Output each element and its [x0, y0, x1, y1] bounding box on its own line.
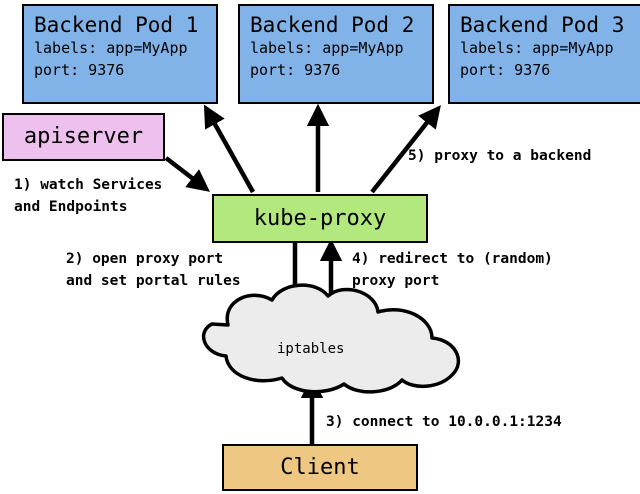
pod-1-title: Backend Pod 1 — [34, 13, 199, 37]
backend-pod-2[interactable]: Backend Pod 2 labels: app=MyApp port: 93… — [238, 4, 434, 104]
pod-3-title: Backend Pod 3 — [460, 13, 625, 37]
pod-1-labels: labels: app=MyApp — [34, 39, 188, 58]
iptables-cloud — [201, 283, 461, 394]
step1-line1: 1) watch Services — [14, 177, 163, 193]
pod-3-port: port: 9376 — [460, 61, 551, 79]
pod-2-title: Backend Pod 2 — [250, 13, 415, 37]
apiserver-label: apiserver — [23, 124, 144, 150]
pod-2-labels: labels: app=MyApp — [250, 39, 404, 58]
client-label: Client — [280, 454, 360, 480]
edge-label-step1: 1) watch Services and Endpoints — [14, 174, 162, 219]
step5-text: 5) proxy to a backend — [408, 148, 592, 164]
pod-3-labels: labels: app=MyApp — [460, 39, 614, 58]
backend-pod-1[interactable]: Backend Pod 1 labels: app=MyApp port: 93… — [22, 4, 218, 104]
step4-line1: 4) redirect to (random) — [352, 251, 553, 267]
apiserver-node[interactable]: apiserver — [2, 113, 165, 161]
backend-pod-3[interactable]: Backend Pod 3 labels: app=MyApp port: 93… — [448, 4, 640, 104]
edge-label-step2: 2) open proxy port and set portal rules — [66, 248, 241, 293]
step1-line2: and Endpoints — [14, 199, 128, 216]
edge-label-step3: 3) connect to 10.0.0.1:1234 — [326, 411, 562, 433]
kube-proxy-node[interactable]: kube-proxy — [212, 194, 428, 243]
edge-label-step5: 5) proxy to a backend — [408, 145, 591, 167]
step2-line2: and set portal rules — [66, 273, 241, 290]
pod-2-port: port: 9376 — [250, 61, 341, 79]
edge-kubeproxy-to-pod1 — [203, 104, 255, 194]
edge-label-step4: 4) redirect to (random) proxy port — [352, 248, 553, 293]
step3-text: 3) connect to 10.0.0.1:1234 — [326, 414, 562, 430]
kube-proxy-label: kube-proxy — [253, 205, 387, 231]
pod-1-port: port: 9376 — [34, 61, 125, 79]
step4-line2: proxy port — [352, 273, 440, 290]
step2-line1: 2) open proxy port — [66, 251, 224, 267]
iptables-label: iptables — [277, 341, 345, 357]
client-node[interactable]: Client — [222, 444, 418, 491]
edge-apiserver-to-kubeproxy — [164, 156, 210, 192]
